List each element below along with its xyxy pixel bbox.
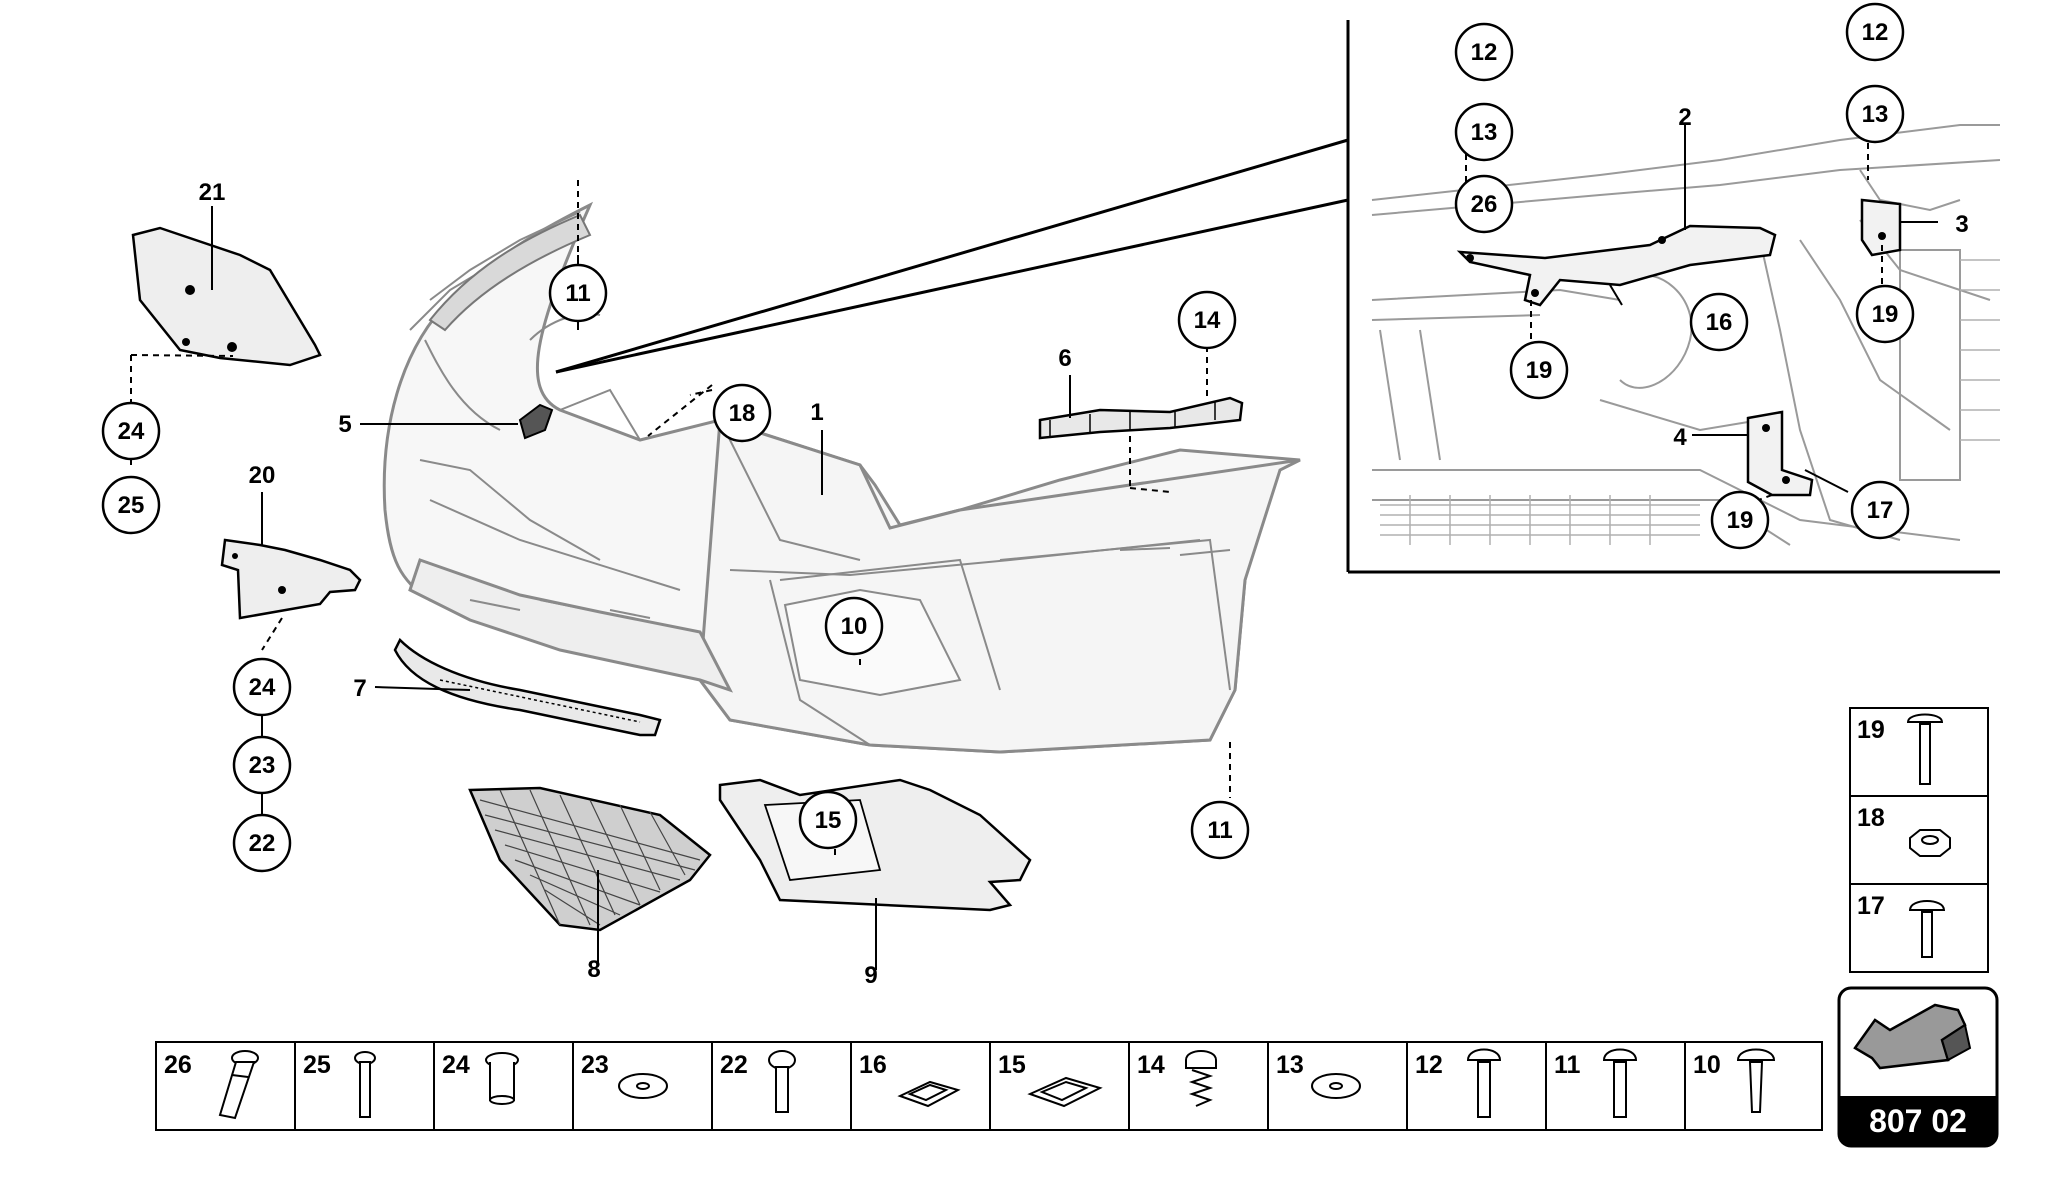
fastener-24-num: 24: [442, 1051, 470, 1079]
callout-22: 22: [232, 813, 292, 873]
fastener-22-num: 22: [720, 1051, 748, 1079]
reference-badge: 807 02: [1837, 986, 1999, 1148]
callout-19-a: 19: [1509, 340, 1569, 400]
callout-19-c: 19: [1710, 490, 1770, 550]
flange-bolt-icon: [1466, 1048, 1502, 1118]
svg-text:18: 18: [729, 400, 756, 427]
callout-10: 10: [824, 596, 884, 656]
fastener-11-num: 11: [1554, 1051, 1581, 1079]
callout-11-bottom: 11: [1190, 800, 1250, 860]
orientation-arrow-icon: [1853, 1003, 1972, 1070]
headlight-opening: [428, 213, 592, 332]
callout-24-b: 24: [232, 657, 292, 717]
callout-25: 25: [101, 475, 161, 535]
callouts: 12 13 26 2 16 19 12 13 3 19 4 19 17 11 1…: [101, 2, 1969, 989]
svg-text:10: 10: [841, 613, 868, 640]
label-4: 4: [1673, 424, 1687, 451]
plastic-rivet-icon: [1185, 1050, 1217, 1107]
svg-text:12: 12: [1862, 19, 1889, 46]
callout-26: 26: [1454, 174, 1514, 234]
svg-text:25: 25: [118, 492, 145, 519]
svg-text:22: 22: [249, 830, 276, 857]
svg-text:14: 14: [1194, 307, 1221, 334]
callout-17: 17: [1850, 480, 1910, 540]
pin-bolt-icon: [354, 1051, 376, 1118]
long-bolt-icon: [218, 1050, 259, 1120]
label-8: 8: [587, 956, 600, 983]
clip-nut-icon: [1027, 1076, 1103, 1108]
fastener-table-bottom: 26 25 24 23 22 16 15 14 13 12 11 10: [155, 1041, 1823, 1131]
svg-text:24: 24: [118, 418, 145, 445]
fastener-18-num: 18: [1857, 804, 1885, 832]
fastener-12-num: 12: [1415, 1051, 1443, 1079]
callout-13-b: 13: [1845, 84, 1905, 144]
svg-text:13: 13: [1471, 119, 1498, 146]
fastener-10-num: 10: [1693, 1051, 1721, 1079]
svg-text:23: 23: [249, 752, 276, 779]
label-6: 6: [1058, 345, 1071, 372]
fastener-14-num: 14: [1137, 1051, 1165, 1079]
washer-icon: [1311, 1073, 1361, 1099]
svg-text:13: 13: [1862, 101, 1889, 128]
svg-text:11: 11: [1207, 817, 1232, 844]
callout-15: 15: [798, 790, 858, 850]
label-7: 7: [353, 675, 366, 702]
callout-12-a: 12: [1454, 22, 1514, 82]
fastener-23-num: 23: [581, 1051, 609, 1079]
bolt-icon: [1908, 900, 1946, 958]
flange-bolt-icon: [1602, 1048, 1638, 1118]
screw-icon: [768, 1050, 796, 1113]
fastener-26-num: 26: [164, 1051, 192, 1079]
callout-12-b: 12: [1845, 2, 1905, 62]
svg-text:24: 24: [249, 674, 276, 701]
svg-text:19: 19: [1526, 357, 1553, 384]
svg-text:19: 19: [1872, 301, 1899, 328]
label-9: 9: [864, 962, 877, 989]
fastener-17-num: 17: [1857, 892, 1885, 920]
callout-18: 18: [712, 383, 772, 443]
svg-text:12: 12: [1471, 39, 1498, 66]
svg-text:11: 11: [565, 280, 590, 307]
fastener-16-num: 16: [859, 1051, 887, 1079]
callout-13-a: 13: [1454, 102, 1514, 162]
fastener-table-right: 19 18 17: [1849, 707, 1989, 973]
callout-16: 16: [1689, 292, 1749, 352]
washer-icon: [618, 1073, 668, 1099]
flange-screw-icon: [1736, 1048, 1776, 1113]
hex-nut-icon: [1909, 829, 1951, 857]
svg-text:26: 26: [1471, 191, 1498, 218]
clip-nut-icon: [897, 1080, 961, 1108]
bolt-icon: [1906, 713, 1944, 785]
label-5: 5: [338, 411, 351, 438]
svg-text:17: 17: [1867, 497, 1894, 524]
fastener-15-num: 15: [998, 1051, 1026, 1079]
callout-23: 23: [232, 735, 292, 795]
svg-text:16: 16: [1706, 309, 1733, 336]
label-3: 3: [1955, 211, 1968, 238]
svg-text:15: 15: [815, 807, 842, 834]
fastener-13-num: 13: [1276, 1051, 1304, 1079]
grommet-icon: [485, 1052, 519, 1105]
inset-detail: [555, 20, 2001, 574]
label-2: 2: [1678, 104, 1691, 131]
svg-text:19: 19: [1727, 507, 1754, 534]
reference-code: 807 02: [1869, 1103, 1967, 1139]
mesh-grille: [468, 786, 712, 932]
label-20: 20: [249, 462, 276, 489]
label-1: 1: [810, 399, 823, 426]
label-21: 21: [199, 179, 226, 206]
fastener-25-num: 25: [303, 1051, 331, 1079]
callout-19-b: 19: [1855, 284, 1915, 344]
callout-14: 14: [1177, 290, 1237, 350]
callout-24-a: 24: [101, 401, 161, 461]
callout-11-top: 11: [548, 263, 608, 323]
fastener-19-num: 19: [1857, 716, 1885, 744]
